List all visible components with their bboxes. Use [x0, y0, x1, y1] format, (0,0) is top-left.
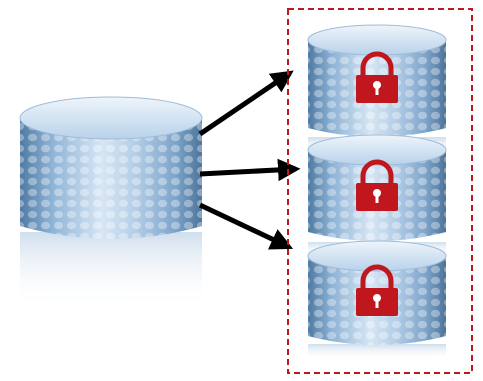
lock-icon	[356, 159, 398, 211]
target-database-icon	[307, 134, 447, 256]
encrypted-group-border	[287, 8, 473, 374]
lock-icon	[356, 264, 398, 316]
arrow-to-target-1	[198, 70, 294, 137]
replication-arrows	[198, 70, 301, 250]
lock-icon	[356, 51, 398, 103]
source-database-icon	[19, 96, 203, 309]
arrow-to-target-2	[199, 158, 301, 182]
target-database-icon	[307, 240, 447, 360]
arrow-to-target-3	[198, 202, 294, 250]
